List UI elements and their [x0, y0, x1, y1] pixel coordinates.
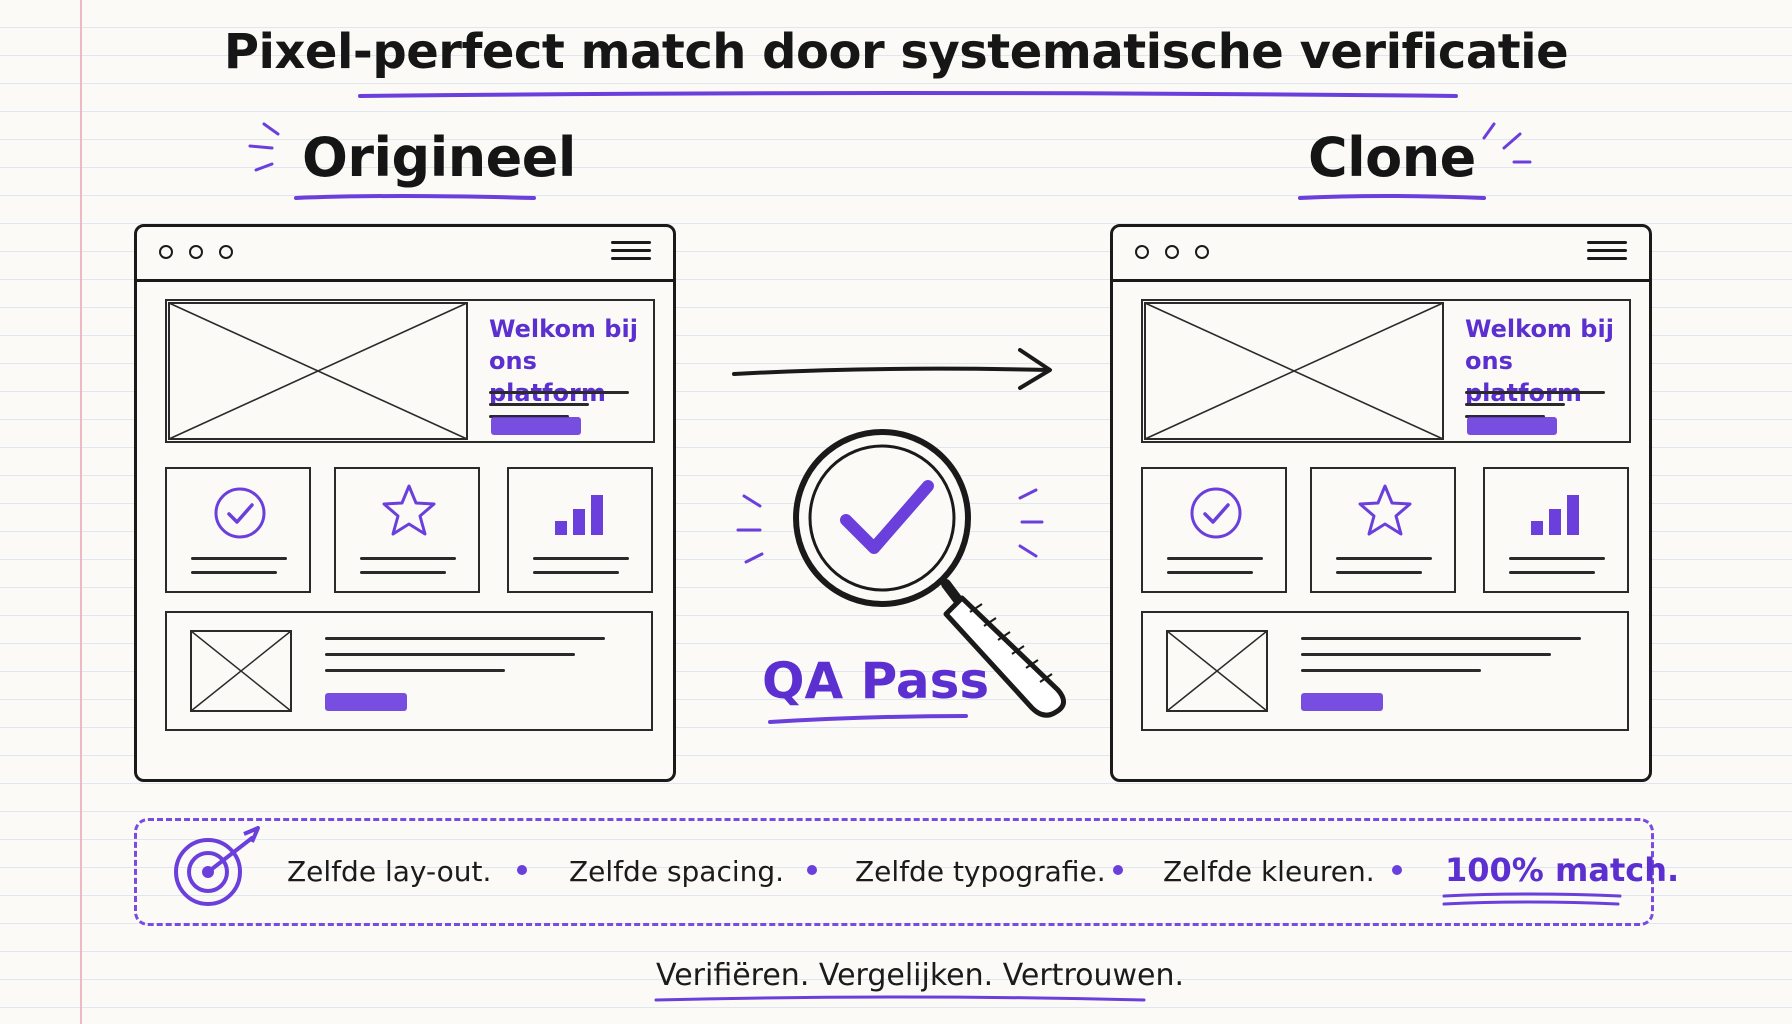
- text-line: [1301, 669, 1481, 672]
- text-line: [533, 557, 629, 560]
- text-line: [325, 653, 575, 656]
- hero-section: Welkom bij ons platform: [1141, 299, 1631, 443]
- cta-button: [325, 693, 407, 711]
- cta-button: [1467, 417, 1557, 435]
- feature-card: [334, 467, 480, 593]
- check-circle-icon: [214, 487, 266, 539]
- window-dot-icon: [159, 245, 173, 259]
- image-placeholder-icon: [190, 630, 292, 712]
- content-row: [1141, 611, 1629, 731]
- separator-dot-icon: [1392, 865, 1402, 875]
- text-line: [1336, 571, 1422, 574]
- feature-card: [165, 467, 311, 593]
- text-line: [489, 391, 629, 394]
- text-line: [1301, 637, 1581, 640]
- image-placeholder-icon: [1144, 302, 1444, 440]
- hero-heading-line1: Welkom bij: [489, 315, 638, 343]
- target-icon: [174, 826, 260, 906]
- match-underline: [1442, 892, 1622, 898]
- separator-dot-icon: [517, 865, 527, 875]
- arrow-right-icon: [732, 348, 1052, 390]
- bar-chart-icon: [1531, 495, 1579, 535]
- text-line: [360, 571, 446, 574]
- text-line: [1509, 571, 1595, 574]
- qa-pass-badge: QA Pass: [762, 652, 990, 710]
- original-label-underline: [294, 194, 536, 200]
- text-line: [1167, 557, 1263, 560]
- text-line: [191, 557, 287, 560]
- text-line: [1336, 557, 1432, 560]
- feature-card: [1483, 467, 1629, 593]
- window-dot-icon: [1195, 245, 1209, 259]
- text-line: [533, 571, 619, 574]
- title-underline: [358, 91, 1458, 98]
- text-line: [489, 403, 589, 406]
- clone-browser-mockup: Welkom bij ons platform: [1110, 224, 1652, 782]
- features-summary-box: Zelfde lay-out. Zelfde spacing. Zelfde t…: [134, 818, 1679, 926]
- hero-heading-line1: Welkom bij: [1465, 315, 1614, 343]
- hero-section: Welkom bij ons platform: [165, 299, 655, 443]
- cta-button: [1301, 693, 1383, 711]
- notebook-margin-line: [80, 0, 82, 1024]
- text-line: [489, 415, 569, 418]
- feature-card: [507, 467, 653, 593]
- cta-button: [491, 417, 581, 435]
- clone-label: Clone: [1308, 126, 1476, 189]
- text-line: [325, 669, 505, 672]
- text-line: [191, 571, 277, 574]
- window-dot-icon: [219, 245, 233, 259]
- star-icon: [1358, 484, 1412, 536]
- browser-titlebar: [1113, 227, 1649, 282]
- original-label: Origineel: [302, 126, 576, 189]
- feature-card: [1141, 467, 1287, 593]
- feature-item: Zelfde typografie.: [855, 855, 1106, 888]
- hamburger-menu-icon: [611, 241, 651, 263]
- match-highlight: 100% match.: [1445, 851, 1680, 889]
- text-line: [325, 637, 605, 640]
- text-line: [1465, 391, 1605, 394]
- separator-dot-icon: [807, 865, 817, 875]
- footer-tagline: Verifiëren. Vergelijken. Vertrouwen.: [656, 958, 1185, 993]
- star-icon: [382, 484, 436, 536]
- page-title: Pixel-perfect match door systematische v…: [223, 24, 1569, 80]
- qa-pass-underline: [768, 714, 968, 724]
- hamburger-menu-icon: [1587, 241, 1627, 263]
- feature-item: Zelfde kleuren.: [1163, 855, 1375, 888]
- clone-label-underline: [1298, 194, 1486, 200]
- feature-item: Zelfde spacing.: [569, 855, 785, 888]
- feature-card: [1310, 467, 1456, 593]
- browser-titlebar: [137, 227, 673, 282]
- check-circle-icon: [1190, 487, 1242, 539]
- magnifier-check-icon: [793, 429, 1066, 718]
- text-line: [1301, 653, 1551, 656]
- match-underline: [1442, 900, 1620, 906]
- text-line: [1465, 403, 1565, 406]
- sparkle-icon: [248, 122, 1532, 172]
- bar-chart-icon: [555, 495, 603, 535]
- window-dot-icon: [1135, 245, 1149, 259]
- separator-dot-icon: [1113, 865, 1123, 875]
- text-line: [1509, 557, 1605, 560]
- content-row: [165, 611, 653, 731]
- text-line: [1167, 571, 1253, 574]
- window-dot-icon: [189, 245, 203, 259]
- image-placeholder-icon: [168, 302, 468, 440]
- footer-underline: [654, 995, 1146, 1002]
- sparkle-icon: [736, 488, 1044, 564]
- text-line: [1465, 415, 1545, 418]
- window-dot-icon: [1165, 245, 1179, 259]
- image-placeholder-icon: [1166, 630, 1268, 712]
- feature-item: Zelfde lay-out.: [287, 855, 492, 888]
- original-browser-mockup: Welkom bij ons platform: [134, 224, 676, 782]
- text-line: [360, 557, 456, 560]
